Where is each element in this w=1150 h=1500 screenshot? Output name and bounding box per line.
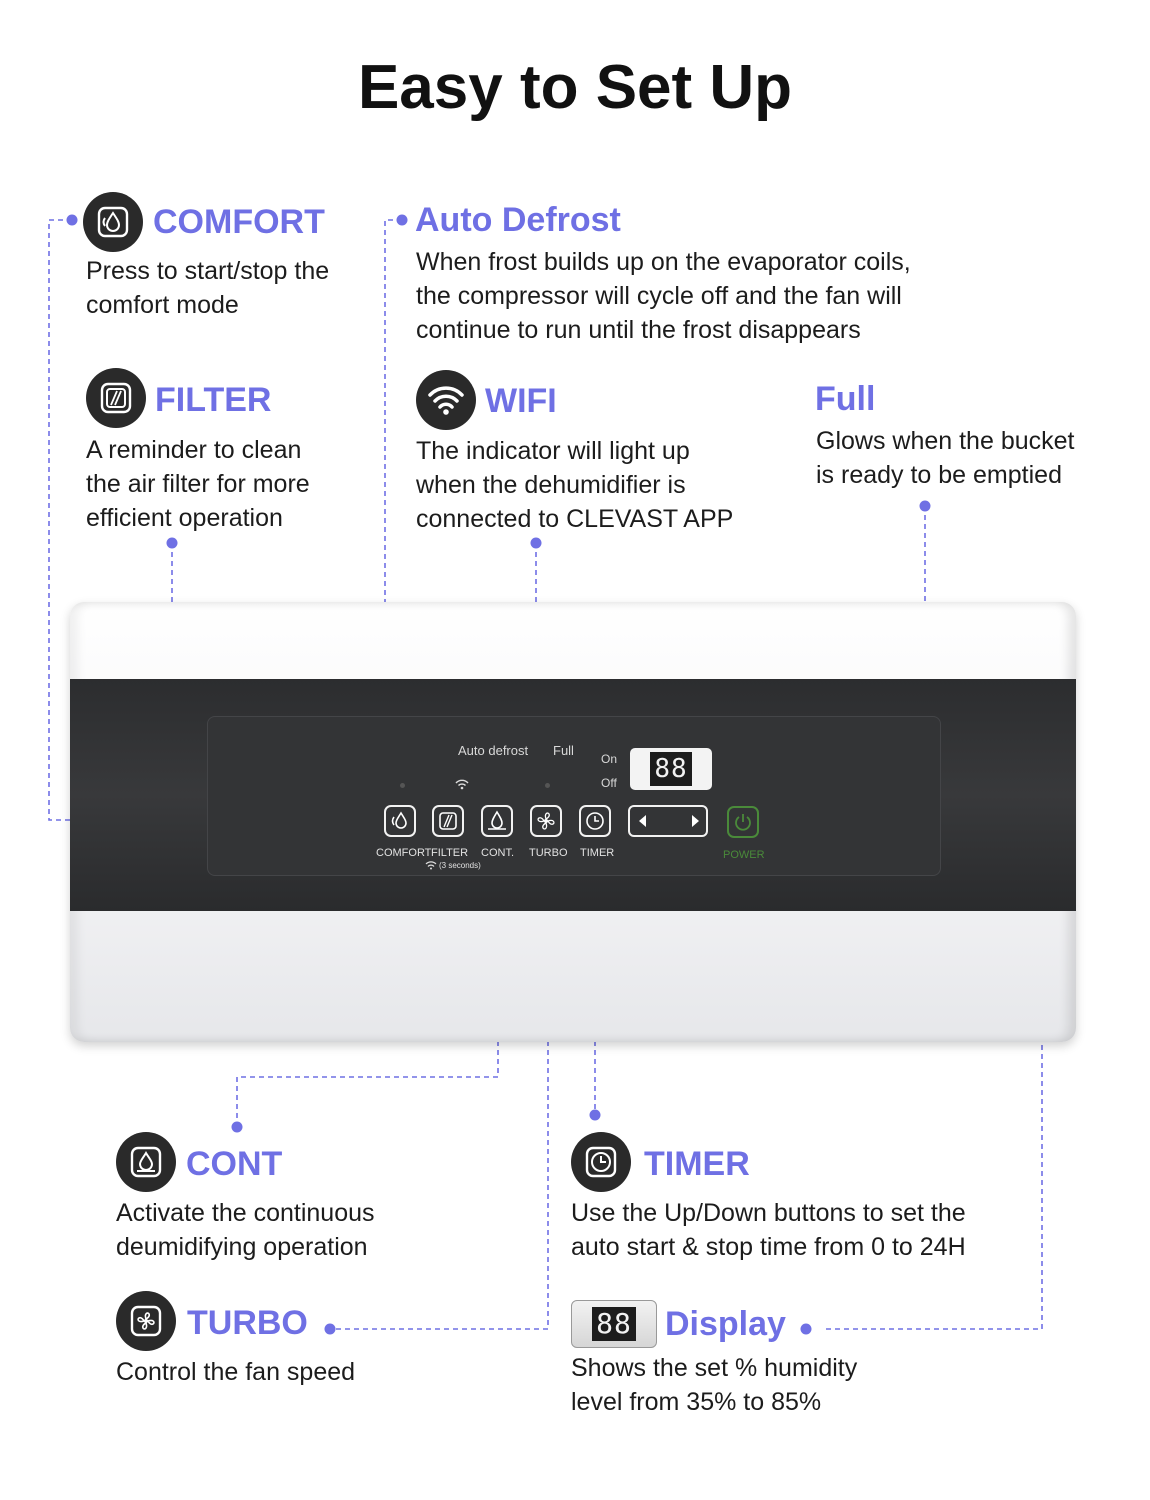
timer-button-label: TIMER [580,847,615,859]
panel-full-label: Full [553,743,574,758]
display-icon: 88 [571,1300,657,1348]
display-value: 88 [650,752,692,786]
display-desc: Shows the set % humidity level from 35% … [571,1354,858,1416]
filter-icon [86,368,146,428]
filter-title: FILTER [155,381,272,419]
panel-wifi-small-icon [425,861,437,870]
full-desc: Glows when the bucket is ready to be emp… [816,427,1075,489]
filter-hint-label: (3 seconds) [439,861,481,870]
cont-button[interactable] [481,805,513,837]
auto-defrost-title: Auto Defrost [415,201,621,239]
panel-wifi-icon [455,779,469,790]
indicator-light [545,783,550,788]
panel-off-label: Off [601,776,617,790]
turbo-button-label: TURBO [529,847,568,859]
filter-desc: A reminder to clean the air filter for m… [86,436,310,532]
turbo-icon [116,1291,176,1351]
panel-on-label: On [601,752,618,766]
wifi-desc: The indicator will light up when the deh… [416,437,734,533]
left-right-arrow-icon [639,815,699,827]
turbo-title: TURBO [187,1304,308,1342]
power-button-label: POWER [723,849,765,861]
auto-defrost-desc: When frost builds up on the evaporator c… [416,248,911,344]
display-icon-value: 88 [592,1307,636,1341]
indicator-light [400,783,405,788]
comfort-title: COMFORT [153,203,325,241]
cont-button-label: CONT. [481,847,514,859]
turbo-button[interactable] [530,805,562,837]
page-title: Easy to Set Up [357,53,793,122]
cont-desc: Activate the continuous deumidifying ope… [116,1199,375,1261]
filter-button[interactable] [432,805,464,837]
comfort-icon [83,192,143,252]
timer-button[interactable] [579,805,611,837]
timer-desc: Use the Up/Down buttons to set the auto … [571,1199,966,1261]
filter-button-label: FILTER [431,847,469,859]
full-title: Full [815,380,876,418]
control-panel [207,716,941,876]
power-icon [735,814,751,831]
comfort-desc: Press to start/stop the comfort mode [86,257,330,319]
cont-title: CONT [186,1145,283,1183]
cont-icon [116,1132,176,1192]
turbo-desc: Control the fan speed [116,1358,356,1386]
display-title: Display [665,1305,786,1343]
comfort-button-label: COMFORT [376,847,432,859]
comfort-button[interactable] [384,805,416,837]
panel-auto-defrost-label: Auto defrost [458,743,529,758]
power-button[interactable] [727,806,759,838]
timer-title: TIMER [644,1145,750,1183]
up-down-buttons[interactable] [628,805,708,837]
humidity-display: 88 [630,748,712,790]
timer-icon [571,1132,631,1192]
wifi-icon [416,370,476,430]
wifi-title: WIFI [485,382,557,420]
